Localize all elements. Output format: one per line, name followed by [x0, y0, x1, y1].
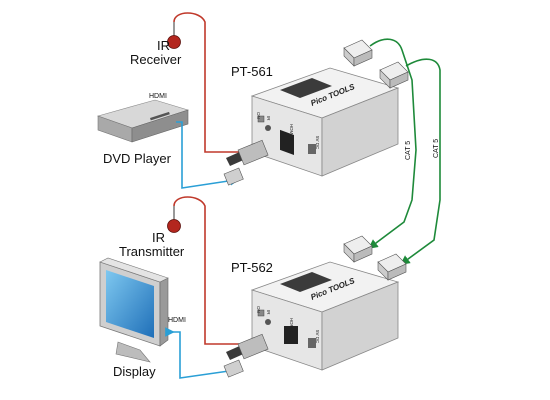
- ir-receiver-label-line1: IR: [157, 38, 170, 53]
- pt562-port-hdmi: HDMI OUT: [289, 318, 294, 340]
- display-monitor-icon: [99, 257, 169, 363]
- pt562-port-power: 5V DC: [315, 330, 320, 344]
- pt562-port-ir: IR: [266, 310, 271, 315]
- pt562-device: Pico TOOLS ON IR HDMI OUT 5V DC: [250, 261, 400, 371]
- hdmi-cable-bottom: [165, 327, 237, 379]
- display-label: Display: [113, 364, 156, 379]
- ir-cable-bottom: [173, 196, 250, 345]
- cat5-label-right: CAT 5: [433, 139, 440, 158]
- ir-receiver-icon: [167, 22, 181, 49]
- pt561-port-hdmi: HDMI IN: [289, 124, 294, 141]
- rj45-jack-top-1: [343, 39, 373, 67]
- hdmi-label-bottom: HDMI: [168, 317, 186, 324]
- pt562-label: PT-562: [231, 260, 273, 275]
- rj45-jack-top-2: [379, 61, 409, 89]
- pt562-port-on: ON: [256, 306, 261, 313]
- pt561-port-ir: IR: [266, 116, 271, 121]
- pt561-port-power: 5V DC: [315, 136, 320, 150]
- ir-receiver-label-line2: Receiver: [130, 52, 182, 67]
- rj45-jack-bottom-1: [343, 235, 373, 263]
- dvd-player-icon: [97, 99, 190, 143]
- pt561-label: PT-561: [231, 64, 273, 79]
- hdmi-label-top: HDMI: [149, 93, 167, 100]
- pt561-device: Pico TOOLS ON IR HDMI IN 5V DC: [250, 67, 400, 177]
- pt561-port-on: ON: [256, 112, 261, 119]
- cat5-cable-right: [400, 58, 441, 265]
- dvd-player-label: DVD Player: [103, 151, 172, 166]
- ir-transmitter-label-line2: Transmitter: [119, 244, 185, 259]
- hdmi-cable-top: [176, 121, 240, 189]
- cat5-label-left: CAT 5: [405, 141, 412, 160]
- ir-transmitter-icon: [167, 206, 181, 233]
- pt561-connectors: [223, 139, 269, 186]
- rj45-jack-bottom-2: [377, 253, 407, 281]
- pt562-connectors: [223, 333, 269, 378]
- ir-transmitter-label-line1: IR: [152, 230, 165, 245]
- ir-cable-top: [173, 12, 250, 153]
- cat5-cable-left: [368, 38, 417, 249]
